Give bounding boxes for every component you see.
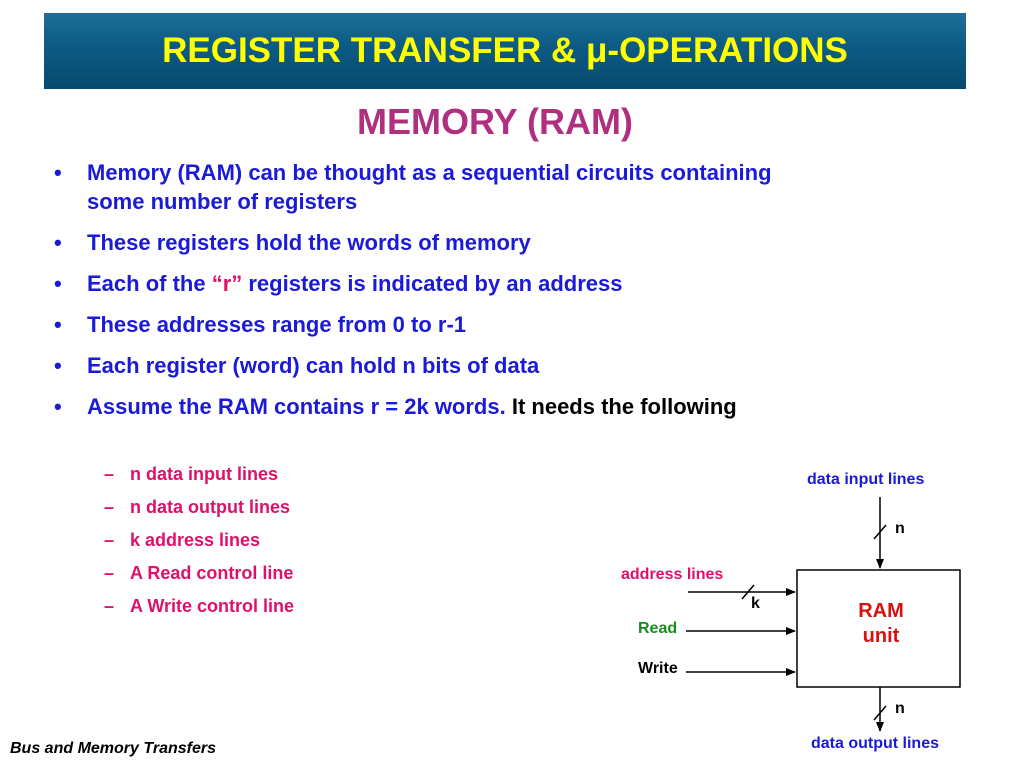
dash-glyph: – <box>104 596 115 616</box>
bullet-item: • These registers hold the words of memo… <box>52 228 832 257</box>
bullet-item: • Memory (RAM) can be thought as a seque… <box>52 158 832 216</box>
ram-diagram-svg <box>686 497 961 732</box>
data-input-slash <box>873 524 887 540</box>
bullet-item: • Assume the RAM contains r = 2k words. … <box>52 392 832 421</box>
ram-unit-line2: unit <box>862 625 900 647</box>
sub-bullet-item: – A Read control line <box>104 561 294 585</box>
footer-text: Bus and Memory Transfers <box>10 740 216 757</box>
bullet-glyph: • <box>54 271 62 296</box>
bullet-text-pre: Each of the <box>87 271 212 296</box>
dash-glyph: – <box>104 464 115 484</box>
sub-bullet-text: A Write control line <box>130 596 295 616</box>
bullet-highlight-r: “r” <box>211 271 243 296</box>
dash-glyph: – <box>104 563 115 583</box>
bullet-text-post: registers is indicated by an address <box>242 271 623 296</box>
sub-bullet-item: – A Write control line <box>104 594 294 618</box>
slide-header-title: REGISTER TRANSFER & μ-OPERATIONS <box>162 31 848 70</box>
bullet-item: • Each of the “r” registers is indicated… <box>52 269 832 298</box>
bullet-item: • These addresses range from 0 to r-1 <box>52 310 832 339</box>
bullet-glyph: • <box>54 230 62 255</box>
sub-bullet-text: n data input lines <box>130 464 279 484</box>
bullet-text: These addresses range from 0 to r-1 <box>87 312 467 337</box>
data-output-slash <box>873 705 887 721</box>
ram-unit-line1: RAM <box>858 600 904 622</box>
bullet-text: Each register (word) can hold n bits of … <box>87 353 540 378</box>
title-bar: REGISTER TRANSFER & μ-OPERATIONS <box>44 13 966 89</box>
address-width-label: k <box>751 595 760 612</box>
sub-bullet-text: n data output lines <box>130 497 290 517</box>
bullet-item: • Each register (word) can hold n bits o… <box>52 351 832 380</box>
ram-unit-box <box>796 569 961 688</box>
bullet-list: • Memory (RAM) can be thought as a seque… <box>52 158 832 433</box>
address-lines-label: address lines <box>621 566 724 583</box>
address-slash <box>741 584 755 600</box>
bullet-glyph: • <box>54 160 62 185</box>
read-label: Read <box>638 620 678 637</box>
sub-bullet-item: – k address lines <box>104 528 294 552</box>
data-output-label: data output lines <box>811 735 939 752</box>
bullet-text-pre: Assume the RAM contains r = 2k words. <box>87 394 512 419</box>
data-output-width-label: n <box>895 700 905 717</box>
sub-bullet-text: k address lines <box>130 530 261 550</box>
sub-bullet-item: – n data output lines <box>104 495 294 519</box>
ram-diagram: data input lines n address lines k Read … <box>600 455 1020 765</box>
sub-bullet-list: – n data input lines – n data output lin… <box>104 462 294 627</box>
write-label: Write <box>638 660 678 677</box>
slide-subtitle: MEMORY (RAM) <box>357 101 633 142</box>
bullet-text: Memory (RAM) can be thought as a sequent… <box>87 160 772 214</box>
bullet-glyph: • <box>54 312 62 337</box>
sub-bullet-item: – n data input lines <box>104 462 294 486</box>
bullet-glyph: • <box>54 353 62 378</box>
bullet-text-black: It needs the following <box>511 394 737 419</box>
bullet-glyph: • <box>54 394 62 419</box>
dash-glyph: – <box>104 530 115 550</box>
bullet-text: These registers hold the words of memory <box>87 230 531 255</box>
dash-glyph: – <box>104 497 115 517</box>
data-input-width-label: n <box>895 520 905 537</box>
data-input-label: data input lines <box>807 471 925 488</box>
sub-bullet-text: A Read control line <box>130 563 294 583</box>
